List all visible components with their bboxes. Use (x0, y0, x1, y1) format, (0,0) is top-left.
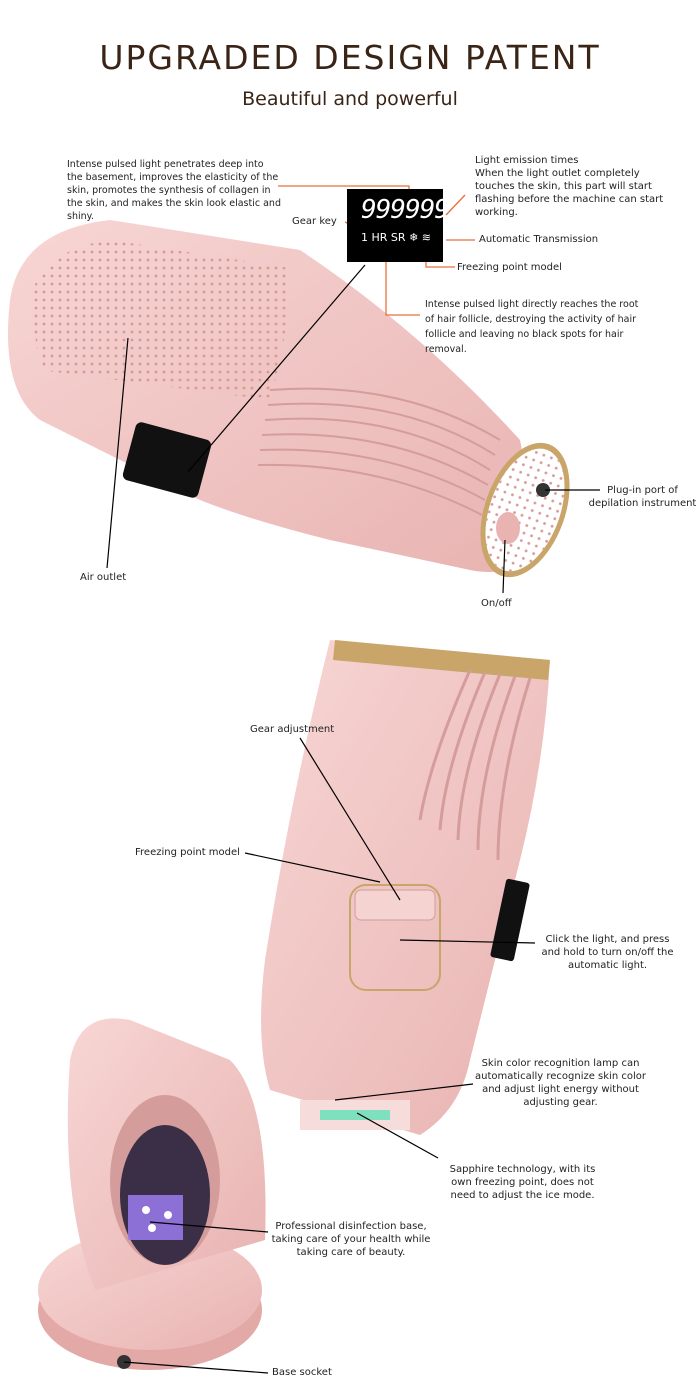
callout-gear-key: Gear key (292, 216, 337, 227)
callout-freezing-point-top: Freezing point model (457, 262, 562, 273)
callout-plug-in-port: Plug-in port of depilation instrument (588, 485, 697, 509)
callout-click-light: Click the light, and press and hold to t… (541, 934, 674, 971)
callout-emission-body: When the light outlet completely touches… (475, 168, 664, 218)
callout-air-outlet: Air outlet (80, 572, 127, 583)
hr-indicator: HR (371, 231, 388, 244)
device-top-view (8, 220, 570, 578)
auto-mode-icon: ≋ (421, 231, 431, 244)
callout-skin-color: Skin color recognition lamp can automati… (475, 1058, 646, 1108)
callout-freezing-point-mid: Freezing point model (135, 847, 240, 858)
leader-lines-black (106, 264, 600, 1374)
callout-hair-follicle: Intense pulsed light directly reaches th… (425, 299, 639, 355)
lcd-indicators: 1 HR SR ❄ ≋ (361, 231, 431, 244)
side-display (122, 422, 212, 498)
callout-base-socket: Base socket (272, 1367, 332, 1378)
snowflake-icon: ❄ (409, 231, 419, 244)
plug-in-port (536, 483, 550, 497)
disinfection-base (38, 1018, 266, 1370)
flash-count: 999999 (361, 195, 450, 225)
device-handheld (261, 640, 550, 1135)
gear-indicator: 1 (361, 231, 368, 244)
page-title: UPGRADED DESIGN PATENT (99, 38, 601, 77)
lcd-display: 999999 1 HR SR ❄ ≋ (347, 189, 450, 262)
callout-gear-adjustment: Gear adjustment (250, 724, 335, 735)
callout-on-off: On/off (481, 598, 512, 609)
on-off-button (496, 512, 520, 544)
air-outlet-grille (30, 240, 290, 400)
page-subtitle: Beautiful and powerful (242, 88, 458, 110)
sr-indicator: SR (390, 231, 406, 244)
callout-disinfection: Professional disinfection base, taking c… (271, 1221, 431, 1258)
callout-auto-transmission: Automatic Transmission (479, 234, 599, 245)
callout-skin-elasticity: Intense pulsed light penetrates deep int… (67, 159, 281, 222)
callout-emission-title: Light emission times (475, 155, 579, 166)
callout-sapphire: Sapphire technology, with its own freezi… (449, 1164, 596, 1201)
